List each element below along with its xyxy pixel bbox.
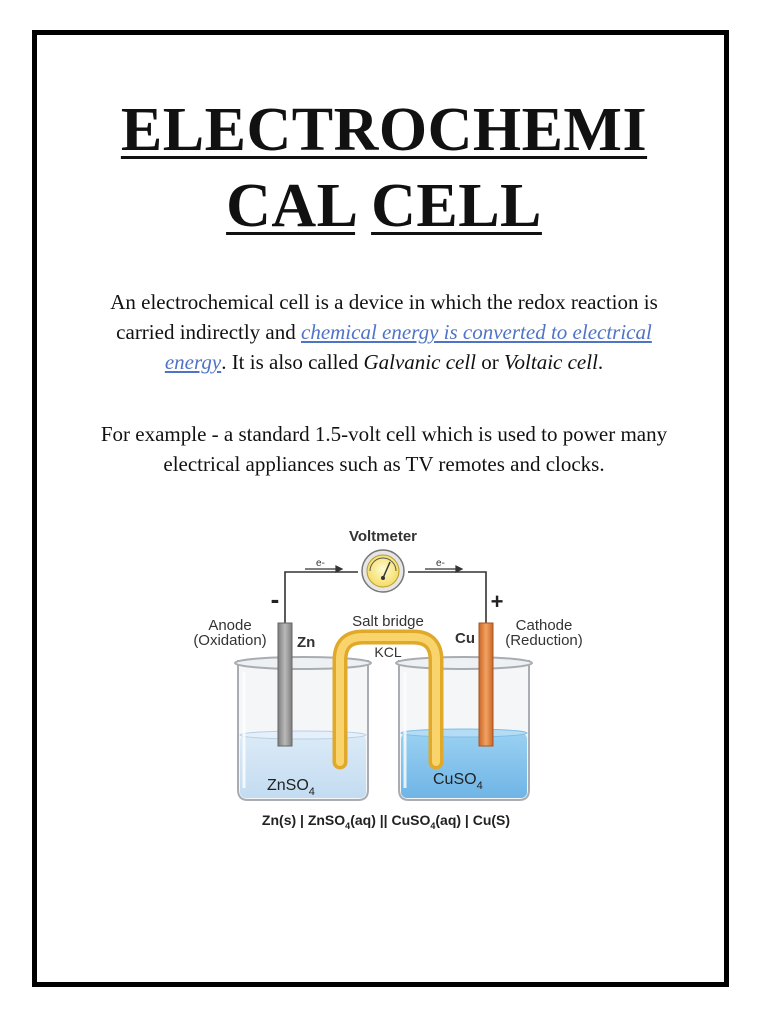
zinc-electrode (277, 622, 293, 747)
copper-electrode (478, 622, 494, 747)
voltaic-cell-term: Voltaic cell (504, 350, 598, 374)
arrow-right-icon (305, 565, 344, 573)
copper-label: Cu (455, 630, 475, 647)
title-line-1: ELECTROCHEMI (0, 92, 768, 168)
title-line-2: CAL CELL (0, 168, 768, 244)
page-title: ELECTROCHEMI CAL CELL (0, 92, 768, 244)
energy-link[interactable]: energy (164, 350, 222, 374)
cathode-sublabel: (Reduction) (505, 632, 583, 649)
cell-notation: Zn(s) | ZnSO4(aq) || CuSO4(aq) | Cu(S) (262, 812, 510, 831)
intro-text-2: . It is also called (221, 350, 364, 374)
positive-terminal: + (491, 589, 504, 614)
circuit-wire (284, 571, 487, 623)
chemical-energy-link[interactable]: chemical energy is converted to electric… (301, 320, 652, 344)
page-border (32, 30, 729, 987)
zinc-label: Zn (297, 634, 315, 651)
znso4-label: ZnSO4 (267, 777, 315, 798)
intro-text-3: or (476, 350, 505, 374)
voltmeter-label: Voltmeter (349, 528, 417, 545)
anode-sublabel: (Oxidation) (193, 632, 266, 649)
arrow-right-icon (425, 565, 464, 573)
title-part-1: ELECTROCHEMI (120, 96, 648, 164)
salt-bridge-label: Salt bridge (352, 613, 424, 630)
electron-label-left: e- (316, 558, 325, 569)
anode-label: Anode (208, 617, 251, 634)
intro-text-1: An electrochemical cell is a device in w… (110, 290, 658, 344)
galvanic-cell-term: Galvanic cell (363, 350, 477, 374)
title-part-3: CELL (371, 172, 542, 240)
title-part-2: CAL (226, 172, 356, 240)
intro-paragraph: An electrochemical cell is a device in w… (86, 287, 682, 377)
cathode-label: Cathode (516, 617, 573, 634)
electron-label-right: e- (436, 558, 445, 569)
voltmeter-icon (361, 549, 405, 593)
example-paragraph: For example - a standard 1.5-volt cell w… (100, 422, 668, 476)
intro-text-4: . (597, 350, 604, 374)
cuso4-label: CuSO4 (433, 771, 483, 792)
negative-terminal: - (271, 584, 280, 614)
cuso4-solution (401, 733, 527, 798)
kcl-label: KCL (374, 644, 401, 660)
